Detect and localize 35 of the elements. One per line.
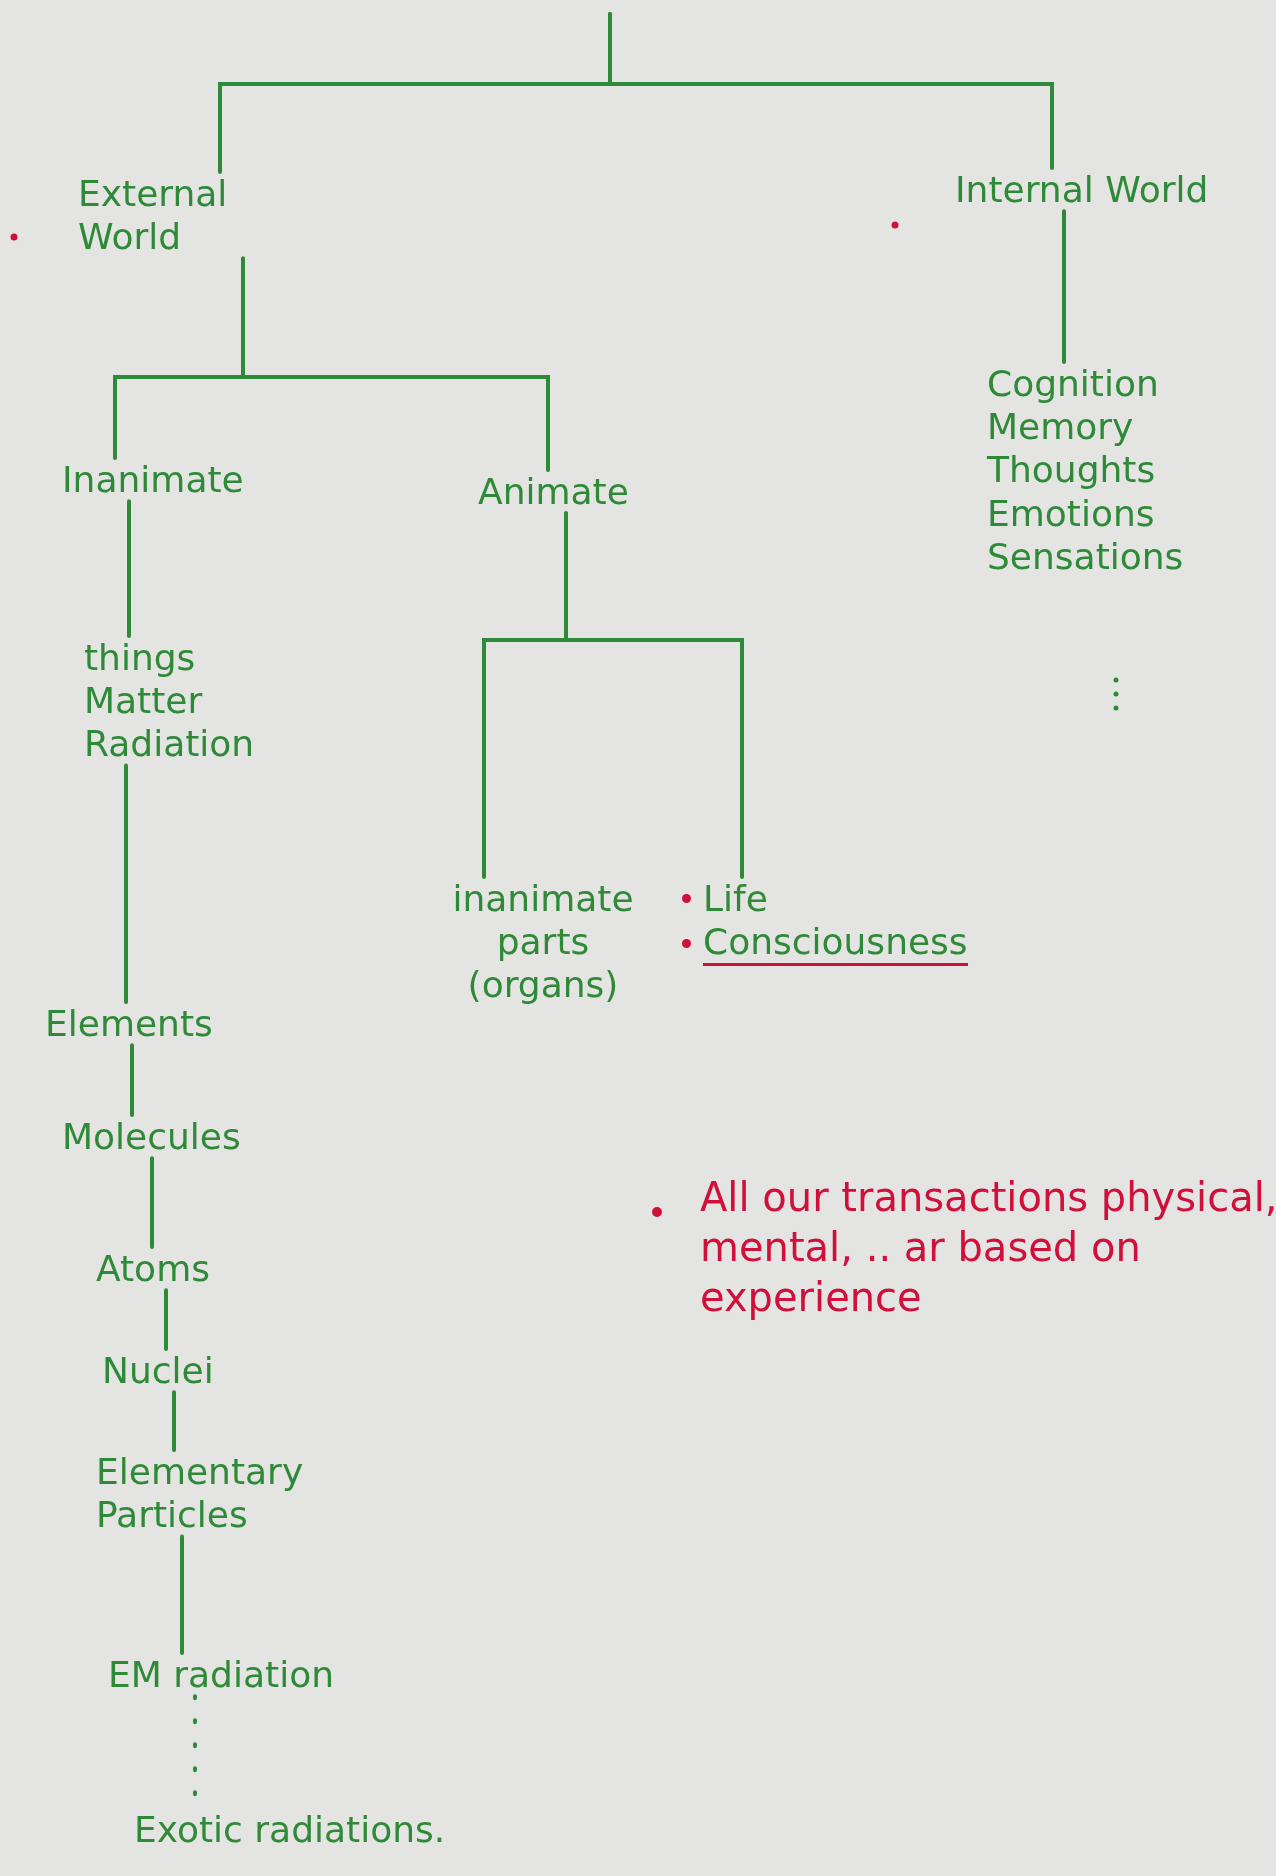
- node-text: Animate: [478, 470, 630, 514]
- node-text: Internal World: [955, 168, 1210, 212]
- node-text: things: [84, 636, 197, 680]
- node-text: Cognition: [987, 362, 1160, 406]
- node-text: Life: [703, 877, 768, 921]
- note-text: All our transactions physical, mental, .. ar based on experience: [700, 1174, 1276, 1320]
- node-text: External World: [78, 172, 229, 259]
- tree-connector: [564, 511, 744, 879]
- node-text: Radiation: [84, 722, 256, 766]
- tree-connector: [608, 12, 1054, 170]
- node-text: inanimate parts: [451, 877, 635, 964]
- node-text: Emotions: [987, 491, 1156, 535]
- node-text: Nuclei: [102, 1349, 215, 1393]
- node-text: Elementary Particles: [96, 1450, 305, 1537]
- node-text: (organs): [466, 963, 620, 1007]
- tree-connector: [180, 1534, 184, 1655]
- node-text: EM radiation: [108, 1653, 335, 1697]
- tree-connector: [164, 1288, 168, 1351]
- node-text: Elements: [45, 1002, 214, 1046]
- node-text: Sensations: [987, 534, 1185, 578]
- node-text: Atoms: [96, 1247, 211, 1291]
- node-text: Inanimate: [62, 458, 245, 502]
- tree-connector: [241, 256, 550, 472]
- tree-connector: [1062, 209, 1066, 364]
- node-text: Molecules: [62, 1115, 242, 1159]
- node-text: Thoughts: [987, 448, 1157, 492]
- tree-connector: [150, 1156, 154, 1249]
- node-text: Exotic radiations.: [134, 1808, 447, 1852]
- node-text: Consciousness: [703, 920, 968, 967]
- tree-connector: [124, 763, 128, 1004]
- node-text: Matter: [84, 679, 204, 723]
- tree-connector: [130, 1043, 134, 1117]
- node-text: Memory: [987, 405, 1135, 449]
- tree-connector: [127, 499, 131, 638]
- tree-connector: [172, 1390, 176, 1452]
